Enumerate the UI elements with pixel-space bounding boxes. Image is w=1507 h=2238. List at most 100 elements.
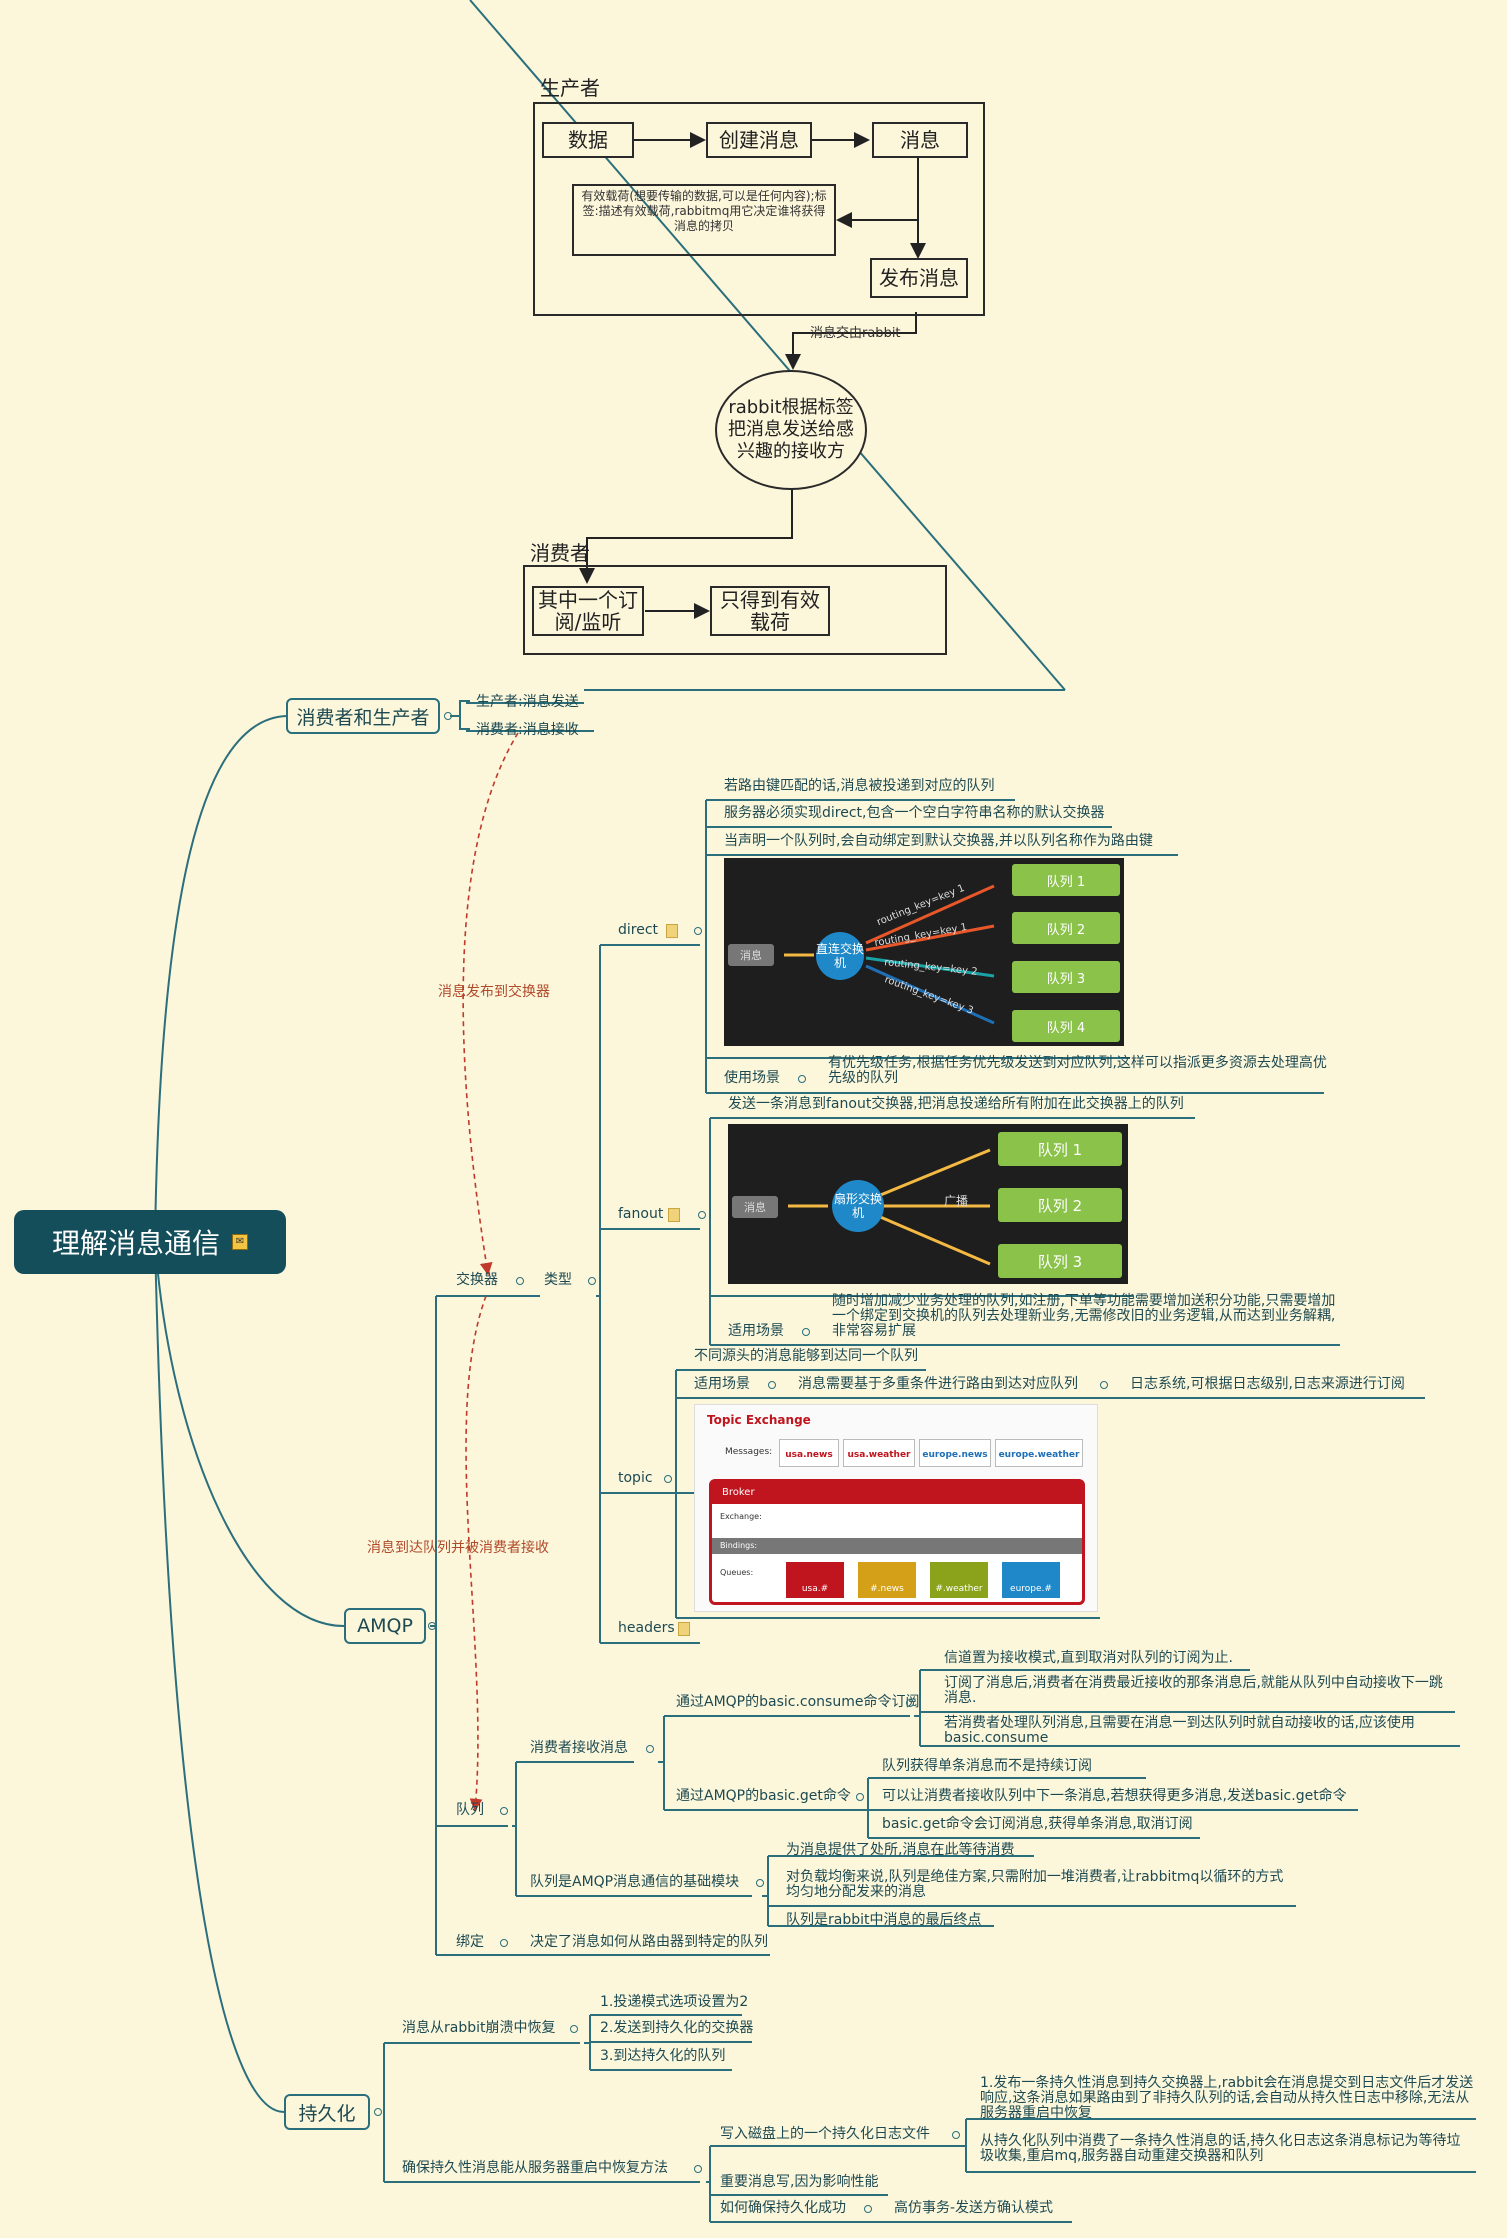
foundation-3: 队列是rabbit中消息的最后终点 bbox=[786, 1912, 982, 1928]
write-1: 1.发布一条持久性消息到持久交换器上,rabbit会在消息提交到日志文件后才发送… bbox=[980, 2075, 1474, 2121]
root-label: 理解消息通信 bbox=[51, 1227, 220, 1260]
note-icon bbox=[678, 1622, 690, 1636]
binding-node[interactable]: 绑定 bbox=[456, 1934, 484, 1950]
fold-toggle[interactable] bbox=[588, 1277, 596, 1285]
consumer-producer-node[interactable]: 消费者和生产者 bbox=[286, 698, 440, 734]
exchange-node[interactable]: 交换器 bbox=[456, 1272, 498, 1288]
payload-box: 只得到有效载荷 bbox=[710, 586, 830, 636]
fold-toggle[interactable] bbox=[856, 1793, 864, 1801]
handoff-label: 消息交由rabbit bbox=[810, 326, 901, 341]
img-broker: Broker Exchange: Bindings: Queues: usa.#… bbox=[709, 1479, 1085, 1605]
fold-toggle[interactable] bbox=[768, 1381, 776, 1389]
bc-1: 信道置为接收模式,直到取消对队列的订阅为止. bbox=[944, 1650, 1233, 1666]
img-message: usa.news bbox=[779, 1439, 839, 1467]
consume-node[interactable]: 消费者接收消息 bbox=[530, 1740, 628, 1756]
fold-toggle[interactable] bbox=[444, 712, 452, 720]
recover-node[interactable]: 消息从rabbit崩溃中恢复 bbox=[402, 2020, 556, 2036]
type-node[interactable]: 类型 bbox=[544, 1272, 572, 1288]
fold-toggle[interactable] bbox=[374, 2108, 382, 2116]
fold-toggle[interactable] bbox=[864, 2205, 872, 2213]
fold-toggle[interactable] bbox=[646, 1745, 654, 1753]
producer-frame bbox=[533, 102, 985, 316]
direct-exchange-image: 消息 直连交换机 routing_key=key 1 routing_key=k… bbox=[724, 858, 1124, 1046]
fold-toggle[interactable] bbox=[694, 2165, 702, 2173]
fold-toggle[interactable] bbox=[570, 2025, 578, 2033]
topic-use-label: 适用场景 bbox=[694, 1376, 750, 1392]
img-msg: 消息 bbox=[732, 1196, 778, 1218]
img-messages: Messages: bbox=[725, 1447, 773, 1457]
how-node[interactable]: 如何确保持久化成功 bbox=[720, 2200, 846, 2216]
producer-title: 生产者 bbox=[540, 76, 600, 100]
img-queues: Queues: bbox=[720, 1568, 754, 1577]
fold-toggle[interactable] bbox=[694, 927, 702, 935]
fold-toggle[interactable] bbox=[1100, 1381, 1108, 1389]
fold-toggle[interactable] bbox=[756, 1879, 764, 1887]
perf-node: 重要消息写,因为影响性能 bbox=[720, 2174, 879, 2190]
img-message: europe.news bbox=[919, 1439, 991, 1467]
direct-use-label: 使用场景 bbox=[724, 1070, 780, 1086]
foundation-node[interactable]: 队列是AMQP消息通信的基础模块 bbox=[530, 1874, 740, 1890]
fold-toggle[interactable] bbox=[802, 1328, 810, 1336]
ensure-node[interactable]: 确保持久性消息能从服务器重启中恢复方法 bbox=[402, 2160, 668, 2176]
fold-toggle[interactable] bbox=[500, 1939, 508, 1947]
annot-publish: 消息发布到交换器 bbox=[438, 984, 550, 1000]
img-broadcast: 广播 bbox=[944, 1194, 969, 1208]
how-value: 高仿事务-发送方确认模式 bbox=[894, 2200, 1054, 2216]
queue-node[interactable]: 队列 bbox=[456, 1802, 484, 1818]
message-box: 消息 bbox=[872, 122, 968, 158]
fold-toggle[interactable] bbox=[798, 1075, 806, 1083]
consumer-title: 消费者 bbox=[530, 541, 590, 565]
note-icon: ✉ bbox=[232, 1234, 248, 1250]
img-queue: 队列 1 bbox=[1012, 864, 1120, 896]
img-queue: 队列 3 bbox=[1012, 961, 1120, 993]
amqp-node[interactable]: AMQP bbox=[344, 1608, 426, 1644]
fanout-node[interactable]: fanout bbox=[618, 1206, 664, 1222]
cp-recv: 消费者:消息接收 bbox=[476, 722, 579, 738]
fanout-use: 随时增加减少业务处理的队列,如注册,下单等功能需要增加送积分功能,只需要增加一个… bbox=[832, 1293, 1336, 1339]
img-queue: europe.# bbox=[1002, 1562, 1060, 1598]
fold-toggle[interactable] bbox=[698, 1211, 706, 1219]
direct-use: 有优先级任务,根据任务优先级发送到对应队列,这样可以指派更多资源去处理高优先级的… bbox=[828, 1055, 1327, 1086]
fold-toggle[interactable] bbox=[664, 1475, 672, 1483]
fold-toggle[interactable] bbox=[428, 1622, 436, 1630]
fold-toggle[interactable] bbox=[952, 2131, 960, 2139]
bc-3: 若消费者处理队列消息,且需要在消息一到达队列时就自动接收的话,应该使用basic… bbox=[944, 1715, 1415, 1746]
topic-line-1: 不同源头的消息能够到达同一个队列 bbox=[694, 1348, 918, 1364]
direct-node[interactable]: direct bbox=[618, 922, 659, 938]
fanout-use-label: 适用场景 bbox=[728, 1323, 784, 1339]
write-node[interactable]: 写入磁盘上的一个持久化日志文件 bbox=[720, 2126, 930, 2142]
fold-toggle[interactable] bbox=[906, 1699, 914, 1707]
img-title: Topic Exchange bbox=[707, 1413, 811, 1427]
recover-2: 2.发送到持久化的交换器 bbox=[600, 2020, 754, 2036]
img-message: europe.weather bbox=[995, 1439, 1083, 1467]
fanout-exchange-image: 消息 扇形交换机 广播 队列 1 队列 2 队列 3 bbox=[728, 1124, 1128, 1284]
img-queue: 队列 2 bbox=[1012, 912, 1120, 944]
img-exchange: Exchange: bbox=[720, 1512, 762, 1521]
direct-line-3: 当声明一个队列时,会自动绑定到默认交换器,并以队列名称作为路由键 bbox=[724, 833, 1153, 849]
consumer-frame bbox=[523, 565, 947, 655]
bg-1: 队列获得单条消息而不是持续订阅 bbox=[882, 1758, 1092, 1774]
fold-toggle[interactable] bbox=[500, 1807, 508, 1815]
basic-get-node[interactable]: 通过AMQP的basic.get命令 bbox=[676, 1788, 851, 1804]
img-message: usa.weather bbox=[843, 1439, 915, 1467]
cp-send: 生产者:消息发送 bbox=[476, 694, 579, 710]
note-icon bbox=[668, 1208, 680, 1222]
direct-line-2: 服务器必须实现direct,包含一个空白字符串名称的默认交换器 bbox=[724, 805, 1105, 821]
img-queue: #.news bbox=[858, 1562, 916, 1598]
fanout-line-1: 发送一条消息到fanout交换器,把消息投递给所有附加在此交换器上的队列 bbox=[728, 1096, 1184, 1112]
img-bindings: Bindings: bbox=[712, 1538, 1082, 1554]
fold-toggle[interactable] bbox=[516, 1277, 524, 1285]
topic-node[interactable]: topic bbox=[618, 1470, 653, 1486]
img-queue: 队列 2 bbox=[998, 1188, 1122, 1222]
topic-use-2: 日志系统,可根据日志级别,日志来源进行订阅 bbox=[1130, 1376, 1405, 1392]
headers-node[interactable]: headers bbox=[618, 1620, 675, 1636]
note-icon bbox=[666, 924, 678, 938]
topic-use-1: 消息需要基于多重条件进行路由到达对应队列 bbox=[798, 1376, 1078, 1392]
bg-2: 可以让消费者接收队列中下一条消息,若想获得更多消息,发送basic.get命令 bbox=[882, 1788, 1347, 1804]
img-exchange: 扇形交换机 bbox=[832, 1180, 884, 1232]
persist-node[interactable]: 持久化 bbox=[284, 2094, 370, 2130]
root-node[interactable]: 理解消息通信 ✉ bbox=[14, 1210, 286, 1274]
publish-box: 发布消息 bbox=[870, 258, 968, 298]
basic-consume-node[interactable]: 通过AMQP的basic.consume命令订阅 bbox=[676, 1694, 920, 1710]
